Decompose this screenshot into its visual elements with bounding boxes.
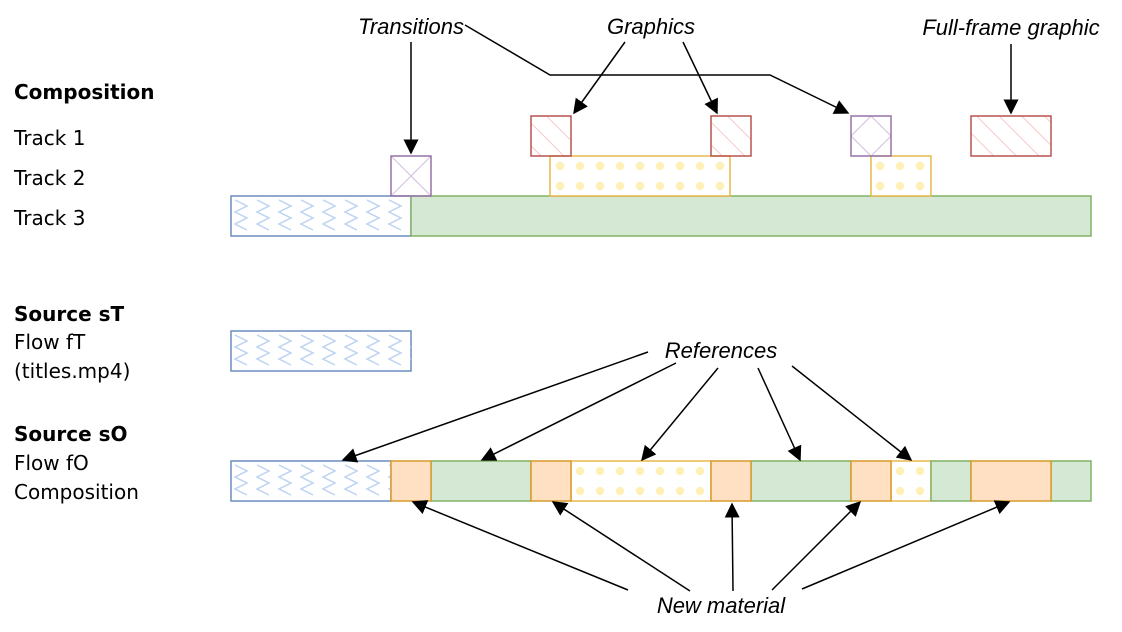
track3-main-clip [410,195,1092,237]
references-annotation: References [665,338,778,363]
graphics-annotation: Graphics [607,14,695,39]
titles-file-label: (titles.mp4) [14,359,130,383]
new-material-arrow-3 [724,502,740,592]
transitions-annotation: Transitions [358,14,464,39]
new-material-segment-1 [390,460,432,502]
track1-graphic-clip-1 [530,115,572,157]
track2-transition-clip [390,155,432,197]
track1-transition-clip [850,115,892,157]
flow-fo-main-segment-2 [750,460,852,502]
track-1-label: Track 1 [13,126,85,150]
references-arrow-5 [791,365,913,461]
source-so-heading: Source sO [14,422,128,446]
track2-graphic-pattern-2 [871,156,931,196]
flow-fo-titles-pattern [231,461,391,501]
references-arrow-3 [641,367,719,462]
new-material-segment-3 [710,460,752,502]
flow-fo-main-segment-4 [1050,460,1092,502]
new-material-arrow-2 [551,501,691,592]
track1-graphic-clip-2 [710,115,752,157]
source-st-heading: Source sT [14,302,125,326]
track-3-label: Track 3 [13,206,85,230]
flow-fo-graphic-pattern-2 [891,461,931,501]
references-arrow-4 [757,367,802,462]
new-material-arrow-5 [801,500,1011,590]
references-arrow-2 [480,362,677,461]
references-arrow-1 [341,351,649,463]
transitions-arrow-2 [464,24,850,114]
track-2-label: Track 2 [13,166,85,190]
composition-flow-label: Composition [14,480,139,504]
flow-fo-graphic-pattern-1 [571,461,711,501]
flow-fo-main-segment-1 [430,460,532,502]
source-st-pattern [231,331,411,371]
graphics-arrow-2 [682,41,718,115]
composition-heading: Composition [14,80,154,104]
track1-full-frame-graphic-clip [970,115,1052,157]
new-material-annotation: New material [657,593,786,618]
flow-fo-main-segment-3 [930,460,972,502]
new-material-segment-4 [850,460,892,502]
new-material-arrow-4 [771,500,862,591]
track2-graphic-pattern-1 [550,156,730,196]
graphics-arrow-1 [573,41,626,115]
track3-titles-pattern [231,196,411,236]
new-material-arrow-1 [411,500,629,591]
new-material-segment-5 [970,460,1052,502]
new-material-segment-2 [530,460,572,502]
flow-ft-label: Flow fT [14,330,86,354]
flow-fo-label: Flow fO [14,451,89,475]
full-frame-annotation: Full-frame graphic [922,15,1099,40]
